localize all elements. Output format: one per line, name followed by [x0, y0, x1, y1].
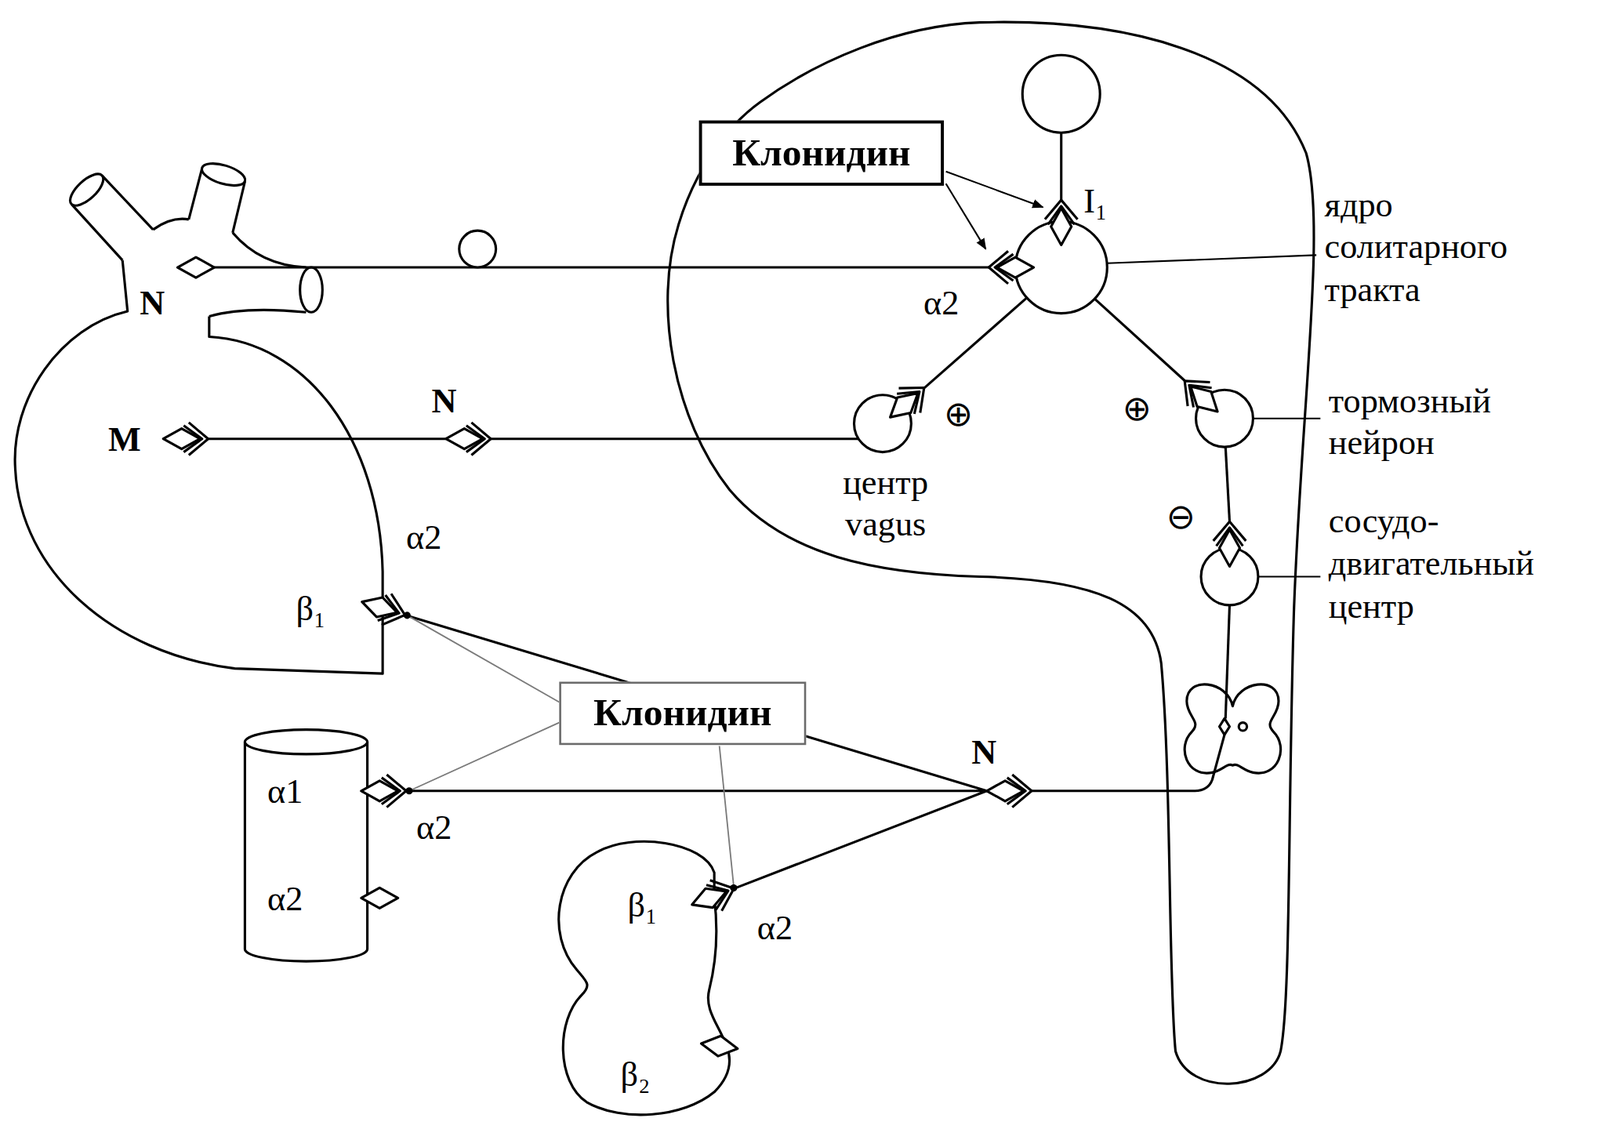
aorta-branch-end	[65, 168, 109, 211]
preganglionic-nerve	[1031, 734, 1225, 791]
sign-symbol: ⊕	[1122, 388, 1152, 431]
kidney-outline	[558, 841, 730, 1115]
nerve-terminal	[895, 375, 936, 417]
structure-label: сосудо- двигательный центр	[1328, 500, 1535, 628]
structure-label: ядро солитарного тракта	[1324, 183, 1509, 311]
central-canal	[1238, 722, 1247, 731]
label-leader	[1106, 254, 1321, 577]
nerve-fiber	[1225, 446, 1230, 522]
sign-symbol: ⊖	[1166, 496, 1196, 539]
receptor-label: β₁	[627, 883, 658, 926]
synapse	[879, 375, 936, 430]
receptor-label: β₁	[295, 587, 326, 631]
brain-outline	[667, 21, 1314, 1084]
synapse	[988, 250, 1034, 284]
receptor-label: N	[971, 730, 997, 773]
receptor-label: α2	[416, 805, 452, 849]
nerve-fiber	[1225, 605, 1230, 719]
nerve-terminal	[1007, 774, 1032, 808]
receptor-label: β₂	[620, 1052, 650, 1096]
synapse	[1173, 369, 1229, 425]
synapse	[446, 422, 491, 456]
receptor-diamond	[361, 887, 399, 908]
receptor	[177, 257, 215, 278]
action-dot	[403, 611, 411, 619]
neuron	[1022, 54, 1100, 133]
nerve-terminal	[705, 873, 741, 913]
sensory-ganglion	[459, 230, 497, 268]
receptor	[1219, 718, 1230, 735]
nerve-terminal	[1044, 199, 1078, 225]
vagus-nerve	[208, 437, 859, 440]
synapse	[357, 586, 410, 632]
receptor	[700, 1033, 740, 1059]
nerve-terminal	[1173, 369, 1214, 410]
synapse	[986, 774, 1032, 808]
receptor-label: α2	[406, 516, 442, 559]
synapse	[163, 422, 208, 456]
spinal-cord-section	[1184, 684, 1281, 773]
structure-label: тормозный нейрон	[1328, 379, 1492, 465]
synapse	[685, 873, 740, 920]
receptor-diamond	[163, 428, 200, 450]
afferent-nerve	[214, 265, 989, 269]
structure-label: центр vagus	[842, 460, 929, 546]
action-dot	[405, 787, 413, 795]
aorta-arch	[209, 232, 307, 317]
receptor-label: M	[108, 418, 142, 461]
drug-arrow	[946, 183, 987, 249]
sign-symbol: ⊕	[943, 392, 973, 436]
receptor-diamond	[997, 257, 1035, 278]
receptor-label: α2	[923, 281, 959, 324]
aorta-end	[300, 267, 323, 313]
receptor-diamond	[177, 257, 215, 278]
nerve-terminal	[1213, 521, 1247, 546]
drug-arrow	[946, 171, 1044, 208]
heart-outline	[14, 260, 383, 674]
receptor-diamond	[986, 780, 1024, 802]
nerve-terminal	[377, 591, 410, 631]
receptor-label: I₁	[1083, 179, 1107, 222]
nerve-fiber	[1059, 132, 1063, 200]
synapse	[361, 774, 407, 808]
action-dot	[729, 884, 737, 892]
vessel-top	[244, 729, 367, 755]
postganglionic-nerve	[405, 614, 987, 889]
receptor-diamond	[361, 780, 399, 802]
aorta-branch-end	[199, 159, 248, 190]
receptor-label: α2	[267, 877, 303, 920]
receptor-label: N	[431, 379, 458, 422]
nerve-terminal	[466, 422, 491, 456]
nerve-terminal	[381, 774, 407, 808]
nerve-terminal	[988, 250, 1013, 284]
receptor-diamond	[1219, 718, 1230, 735]
receptor-label: α2	[757, 906, 793, 949]
receptor-diamond	[1051, 208, 1072, 246]
receptor-label: N	[139, 281, 165, 324]
receptor-diamond	[446, 428, 483, 450]
receptor-diamond	[700, 1033, 740, 1059]
receptor	[361, 887, 399, 908]
synapse	[1213, 521, 1247, 566]
nerve-fiber	[1095, 298, 1186, 381]
nerve-terminal	[183, 422, 208, 456]
drug-box: Клонидин	[699, 120, 944, 186]
drug-name: Клонидин	[732, 129, 911, 176]
receptor-diamond	[1219, 529, 1240, 567]
synapse	[1044, 199, 1078, 245]
drug-box: Клонидин	[558, 682, 806, 746]
vessel-outline	[244, 741, 367, 962]
receptor-label: α1	[267, 770, 303, 813]
drug-name: Клонидин	[593, 689, 772, 737]
leader-line	[406, 615, 734, 886]
